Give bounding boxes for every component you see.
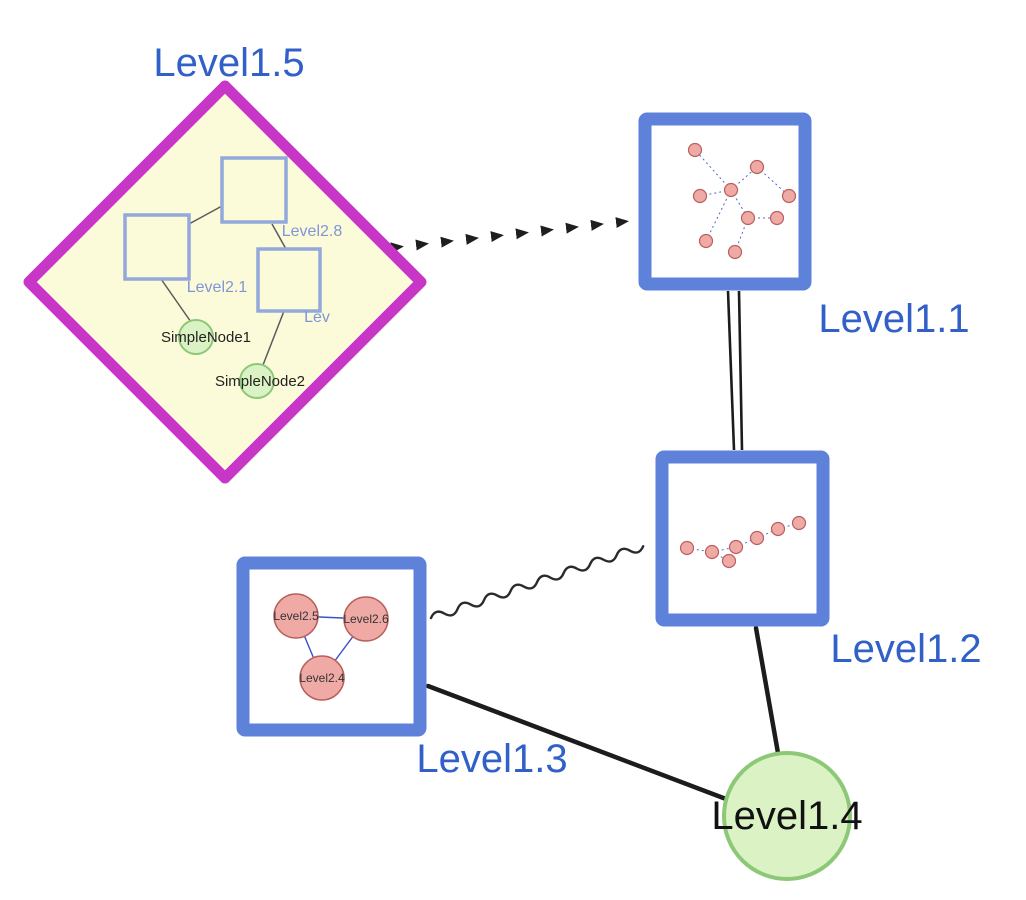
node-level2-1[interactable] bbox=[123, 213, 191, 281]
inner-edge-squareC-simplenode2 bbox=[262, 310, 285, 366]
node-level15-group[interactable]: Level2.8 Level2.1 Lev SimpleNode1 Simple… bbox=[23, 80, 427, 484]
label-level2-5: Level2.5 bbox=[273, 609, 319, 623]
inner-edge-squareA-squareC bbox=[271, 223, 287, 250]
edge-level12-level13-wavy[interactable] bbox=[429, 542, 645, 621]
label-level2-4: Level2.4 bbox=[299, 671, 345, 685]
mini-node[interactable] bbox=[791, 515, 807, 531]
label-level2-8: Level2.8 bbox=[282, 223, 343, 240]
level13-frame[interactable] bbox=[236, 556, 427, 737]
node-level14[interactable] bbox=[722, 751, 852, 881]
label-simplenode1: SimpleNode1 bbox=[161, 329, 251, 346]
node-level2-4[interactable] bbox=[299, 655, 345, 701]
node-level12-group[interactable] bbox=[655, 450, 830, 627]
inner-edge-squareA-squareB bbox=[188, 205, 223, 225]
level13-mini-graph: Level2.5 Level2.6 Level2.4 bbox=[273, 593, 389, 701]
level15-diamond-shape[interactable] bbox=[23, 80, 427, 484]
mini-node[interactable] bbox=[698, 233, 714, 249]
label-level2-truncated: Lev bbox=[304, 309, 330, 326]
mini-node[interactable] bbox=[749, 159, 765, 175]
label-level11: Level1.1 bbox=[818, 297, 969, 341]
mini-node[interactable] bbox=[704, 544, 720, 560]
node-level2-8[interactable] bbox=[220, 156, 288, 224]
label-level2-1: Level2.1 bbox=[187, 279, 248, 296]
node-level11-group[interactable] bbox=[638, 112, 812, 291]
mini-node[interactable] bbox=[770, 521, 786, 537]
mini-node[interactable] bbox=[721, 553, 737, 569]
edge-level13-level14[interactable] bbox=[425, 683, 729, 802]
label-level15: Level1.5 bbox=[153, 41, 304, 85]
mini-node[interactable] bbox=[692, 188, 708, 204]
mini-node[interactable] bbox=[723, 182, 739, 198]
mini-node[interactable] bbox=[781, 188, 797, 204]
label-level13: Level1.3 bbox=[416, 737, 567, 781]
inner-edge-squareB-simplenode1 bbox=[160, 278, 192, 323]
level11-mini-graph bbox=[687, 142, 797, 260]
node-level13-group[interactable]: Level2.5 Level2.6 Level2.4 bbox=[236, 556, 427, 737]
label-level14: Level1.4 bbox=[711, 794, 862, 838]
mini-node[interactable] bbox=[769, 210, 785, 226]
node-level2-6[interactable] bbox=[343, 596, 389, 642]
level11-frame[interactable] bbox=[638, 112, 812, 291]
mini-node[interactable] bbox=[749, 530, 765, 546]
label-simplenode2: SimpleNode2 bbox=[215, 373, 305, 390]
label-level2-6: Level2.6 bbox=[343, 612, 389, 626]
edge-level12-level14[interactable] bbox=[753, 625, 781, 756]
mini-node[interactable] bbox=[728, 539, 744, 555]
label-level12: Level1.2 bbox=[830, 627, 981, 671]
node-simplenode1[interactable] bbox=[178, 319, 214, 355]
edge-level15-level11-arrow-chain[interactable] bbox=[390, 214, 654, 254]
node-level2-5[interactable] bbox=[273, 593, 319, 639]
mini-node[interactable] bbox=[679, 540, 695, 556]
node-level2-truncated[interactable] bbox=[256, 247, 322, 313]
mini-node[interactable] bbox=[687, 142, 703, 158]
edge-level11-level12-double[interactable] bbox=[726, 290, 744, 451]
mini-node[interactable] bbox=[727, 244, 743, 260]
level12-mini-graph bbox=[679, 515, 807, 569]
mini-node[interactable] bbox=[740, 210, 756, 226]
node-simplenode2[interactable] bbox=[239, 363, 275, 399]
level12-frame[interactable] bbox=[655, 450, 830, 627]
